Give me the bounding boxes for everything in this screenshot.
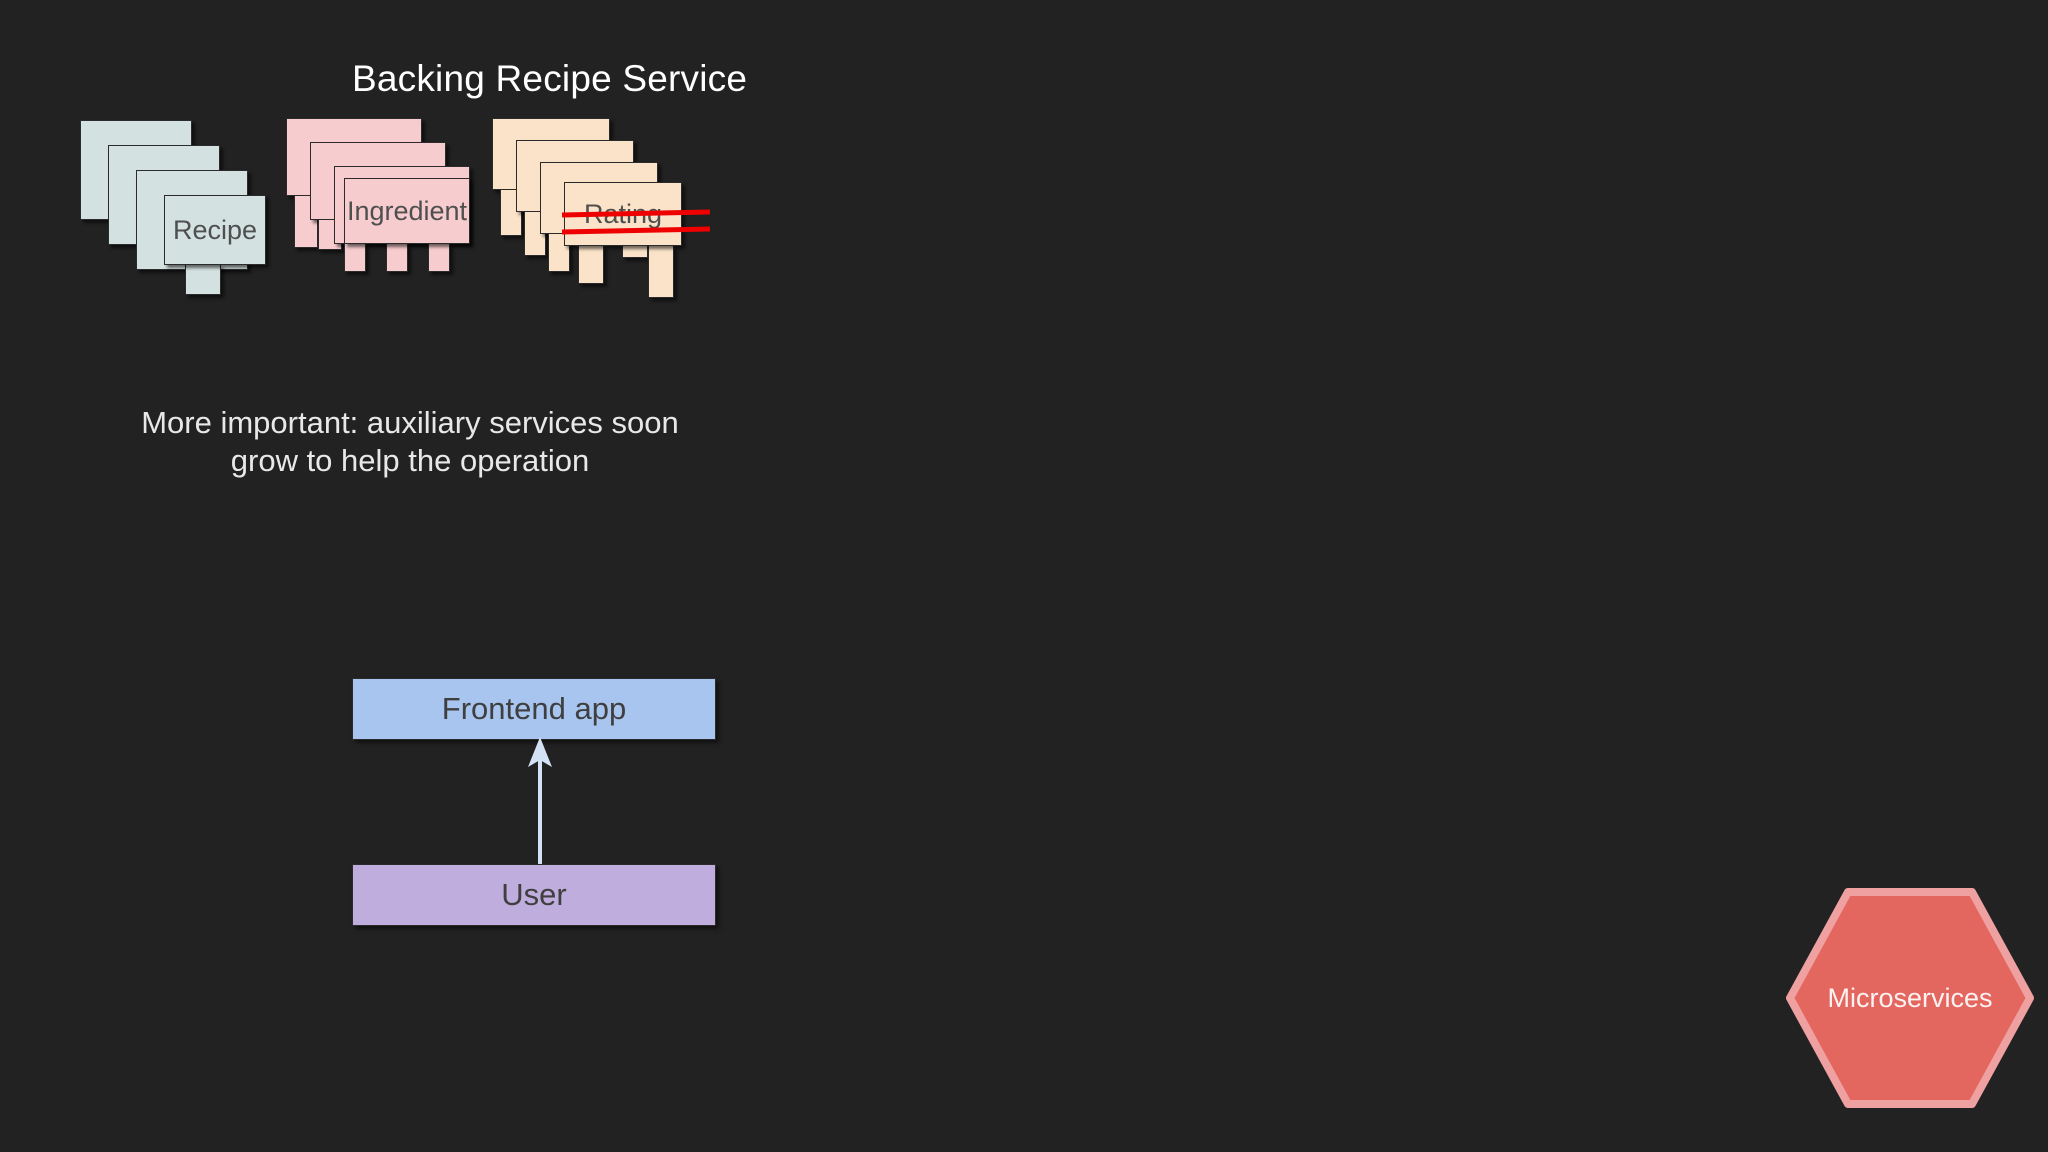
user-to-frontend-arrow	[528, 737, 552, 869]
caption-text: More important: auxiliary services soon …	[140, 404, 680, 480]
stack-card-leg	[648, 246, 674, 298]
stack-card-leg	[578, 246, 604, 284]
user-box[interactable]: User	[352, 864, 716, 926]
service-stack-ingredient: Ingredient	[286, 118, 606, 288]
stack-card-front: Recipe	[164, 195, 266, 265]
service-stack-rating: Rating	[492, 118, 822, 318]
stack-card-leg	[344, 244, 366, 272]
stack-card-front-body: Ingredient	[345, 179, 469, 243]
hexagon-icon	[1786, 888, 2034, 1108]
user-label: User	[501, 877, 567, 912]
frontend-app-label: Frontend app	[441, 691, 627, 726]
stack-card-front: Ingredient	[344, 178, 470, 244]
frontend-app-box[interactable]: Frontend app	[352, 678, 716, 740]
stack-card-leg	[622, 246, 648, 258]
stack-card-leg	[185, 265, 221, 295]
stack-card-front-body: Recipe	[165, 196, 265, 264]
microservices-badge[interactable]: Microservices	[1786, 888, 2034, 1108]
stack-label-ingredient: Ingredient	[346, 195, 468, 226]
page-title: Backing Recipe Service	[352, 58, 748, 99]
service-stack-recipe: Recipe	[80, 120, 380, 295]
caption-line-1: More important: auxiliary services soon	[141, 405, 679, 440]
stack-label-recipe: Recipe	[172, 214, 258, 245]
stack-card-leg	[428, 244, 450, 272]
caption-line-2: grow to help the operation	[230, 442, 590, 478]
stack-card-leg	[386, 244, 408, 272]
